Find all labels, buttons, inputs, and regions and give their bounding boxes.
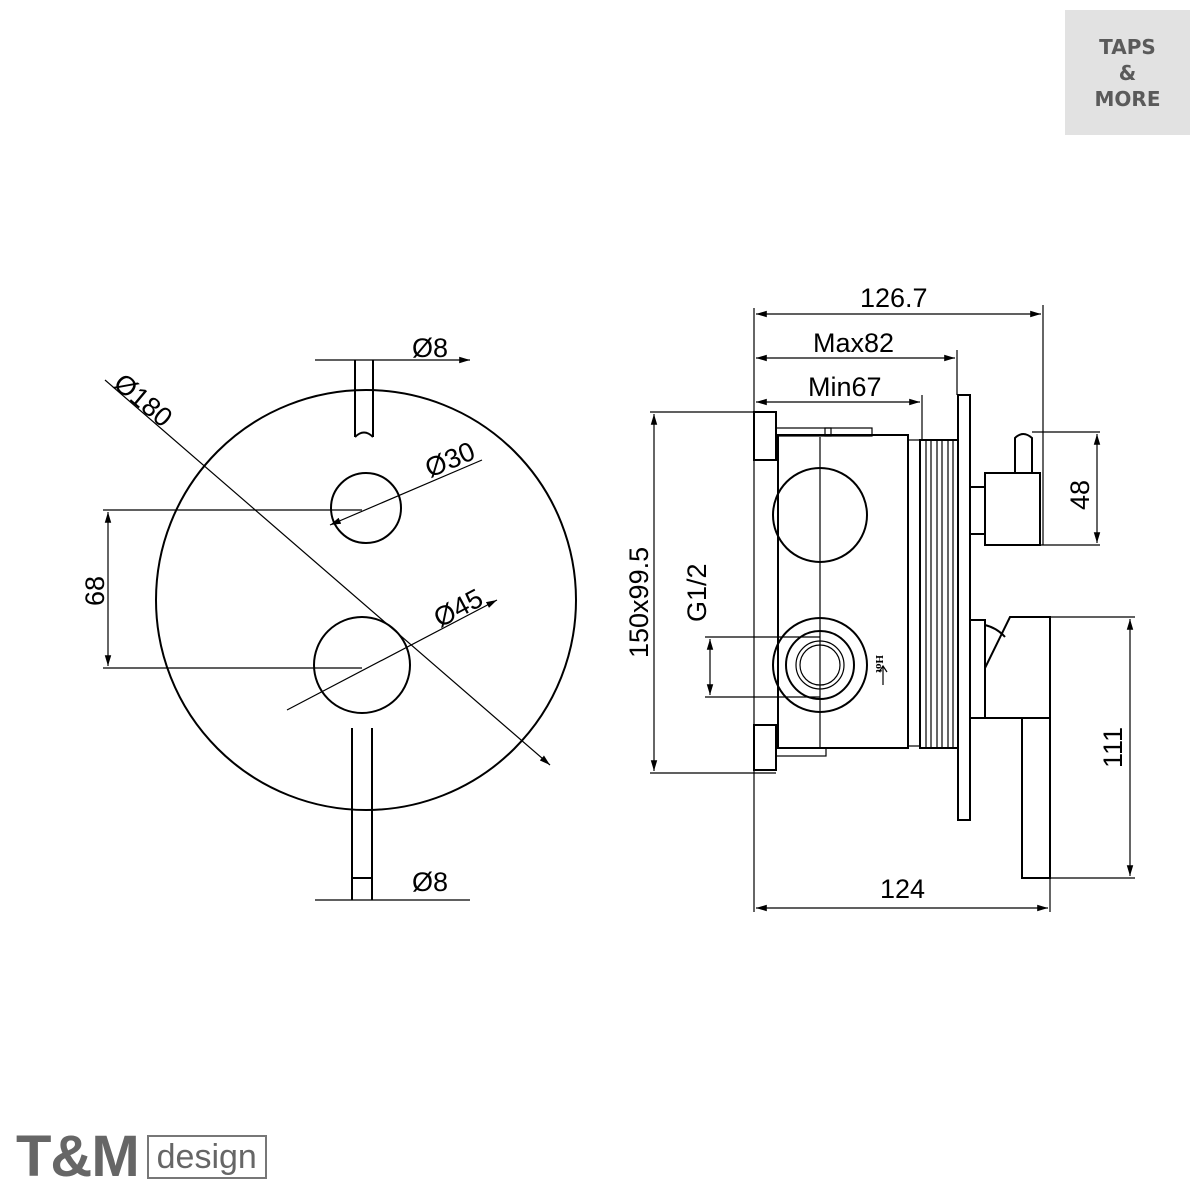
dim-line bbox=[104, 379, 551, 766]
dim-label: Ø180 bbox=[108, 368, 178, 433]
top-fitting bbox=[753, 411, 777, 461]
dim-label: G1/2 bbox=[682, 563, 712, 622]
diverter-pin bbox=[1014, 433, 1033, 473]
tm-design-logo: T&M design bbox=[16, 1128, 267, 1186]
dim-label: Ø30 bbox=[421, 436, 480, 484]
diverter-knob bbox=[330, 472, 402, 544]
diverter-stem bbox=[969, 486, 986, 535]
extension-lines bbox=[1050, 616, 1135, 879]
taps-and-more-logo: TAPS & MORE bbox=[1065, 10, 1190, 135]
front-view: Ø8 Ø180 Ø30 Ø45 68 Ø8 bbox=[80, 333, 577, 901]
logo-text: MORE bbox=[1094, 86, 1161, 111]
brand-name: T&M bbox=[16, 1124, 140, 1189]
logo-text: & bbox=[1118, 60, 1137, 85]
wall-plate bbox=[957, 394, 971, 821]
thread bbox=[919, 439, 959, 749]
dim-label: Max82 bbox=[813, 328, 894, 358]
cover-plate bbox=[155, 389, 577, 811]
dim-label: 124 bbox=[880, 874, 925, 904]
brand-suffix: design bbox=[146, 1135, 267, 1179]
bottom-fitting bbox=[753, 724, 777, 771]
dim-label: Ø8 bbox=[412, 333, 448, 363]
logo-text: TAPS bbox=[1099, 34, 1156, 59]
diverter-knob bbox=[984, 472, 1041, 546]
dim-label: 48 bbox=[1065, 480, 1095, 510]
dim-label: 111 bbox=[1098, 727, 1128, 768]
lever-handle bbox=[1021, 718, 1051, 879]
extension-lines bbox=[705, 636, 820, 698]
dim-label: Ø8 bbox=[412, 867, 448, 897]
inlet bbox=[772, 617, 868, 713]
dim-label: 68 bbox=[80, 576, 110, 606]
dim-label: 150x99.5 bbox=[624, 547, 654, 658]
extension-lines bbox=[1032, 431, 1100, 546]
top-stem bbox=[354, 360, 374, 438]
mixer-knob bbox=[313, 616, 411, 714]
dim-line bbox=[286, 599, 498, 711]
dim-label: Min67 bbox=[808, 372, 882, 402]
lever-handle bbox=[351, 728, 373, 900]
lever-collar bbox=[969, 619, 986, 719]
dim-label: Ø45 bbox=[429, 583, 488, 633]
side-view: 126.7 Max82 Min67 Hot 48 111 124 150x99.… bbox=[624, 283, 1135, 912]
extension-lines bbox=[650, 411, 776, 774]
lever-body bbox=[984, 616, 1051, 719]
arrow-icon bbox=[878, 664, 888, 685]
dim-label: 126.7 bbox=[860, 283, 928, 313]
valve-body bbox=[777, 434, 909, 749]
dim-line bbox=[329, 459, 483, 526]
extension-lines bbox=[103, 509, 362, 669]
upper-outlet bbox=[772, 467, 868, 563]
